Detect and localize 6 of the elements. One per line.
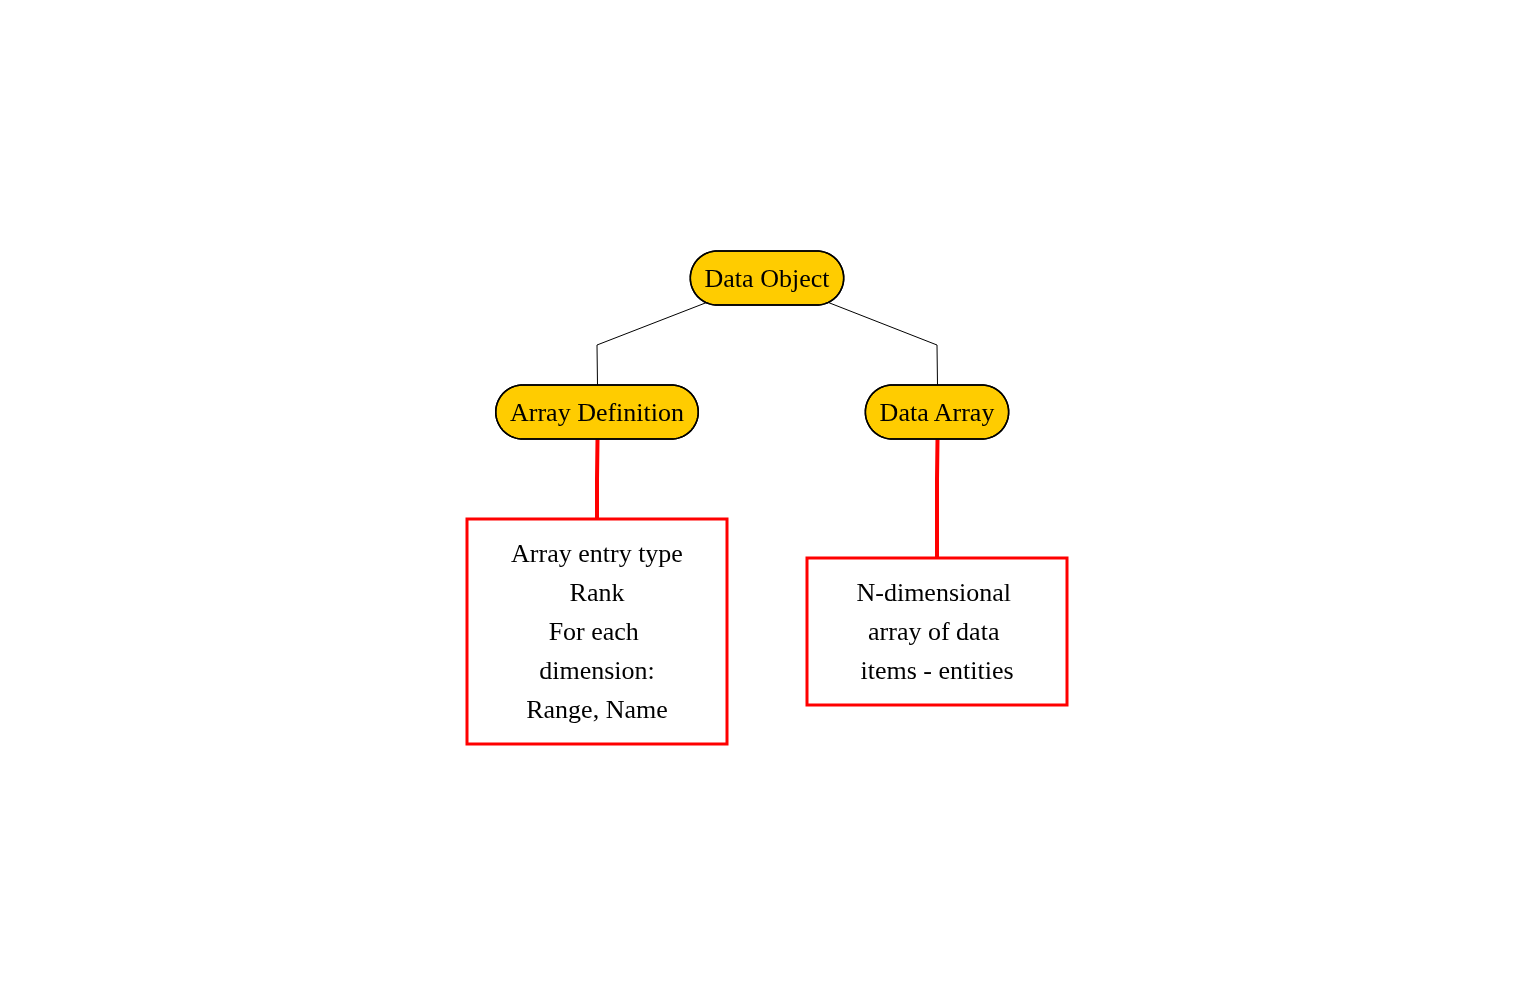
node-box: Array entry type Rank For each dimension: Range, Name <box>465 517 729 746</box>
node-box: N-dimensional array of data items - entities <box>805 556 1069 707</box>
connector <box>935 439 940 558</box>
connector <box>596 302 707 386</box>
connector <box>595 439 600 519</box>
connector <box>828 302 938 386</box>
